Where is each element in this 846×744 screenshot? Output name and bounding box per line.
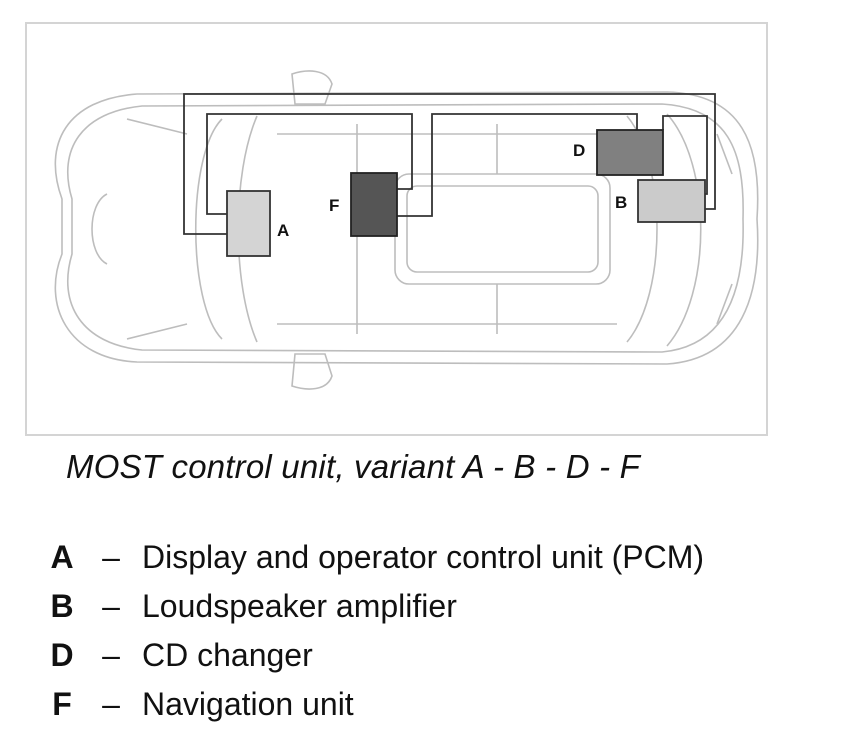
diagram-frame: A F D B bbox=[25, 22, 768, 436]
legend-dash: – bbox=[102, 686, 120, 722]
legend: A – Display and operator control unit (P… bbox=[44, 533, 704, 729]
unit-a-box bbox=[226, 190, 271, 257]
unit-d-label: D bbox=[573, 141, 585, 160]
car-outline bbox=[54, 70, 759, 390]
legend-label: Display and operator control unit (PCM) bbox=[142, 539, 705, 575]
legend-dash: – bbox=[102, 539, 120, 575]
legend-label: Loudspeaker amplifier bbox=[142, 588, 457, 624]
unit-a-label: A bbox=[277, 221, 289, 240]
legend-key: F bbox=[52, 686, 72, 722]
car-diagram: A F D B bbox=[54, 70, 759, 390]
legend-dash: – bbox=[102, 637, 120, 673]
unit-d-box bbox=[596, 129, 664, 176]
legend-label: Navigation unit bbox=[142, 686, 354, 722]
unit-f-label: F bbox=[329, 196, 339, 215]
unit-b-label: B bbox=[615, 193, 627, 212]
legend-row-f: F – Navigation unit bbox=[44, 680, 704, 729]
legend-key: D bbox=[50, 637, 74, 673]
legend-row-a: A – Display and operator control unit (P… bbox=[44, 533, 704, 582]
most-ring-wiring bbox=[183, 93, 716, 235]
legend-dash: – bbox=[102, 588, 120, 624]
legend-row-d: D – CD changer bbox=[44, 631, 704, 680]
unit-f-box bbox=[350, 172, 398, 237]
figure-caption: MOST control unit, variant A - B - D - F bbox=[66, 448, 641, 485]
legend-key: A bbox=[50, 539, 74, 575]
control-units: A F D B bbox=[226, 129, 706, 257]
legend-label: CD changer bbox=[142, 637, 313, 673]
unit-b-box bbox=[637, 179, 706, 223]
legend-key: B bbox=[50, 588, 74, 624]
legend-row-b: B – Loudspeaker amplifier bbox=[44, 582, 704, 631]
